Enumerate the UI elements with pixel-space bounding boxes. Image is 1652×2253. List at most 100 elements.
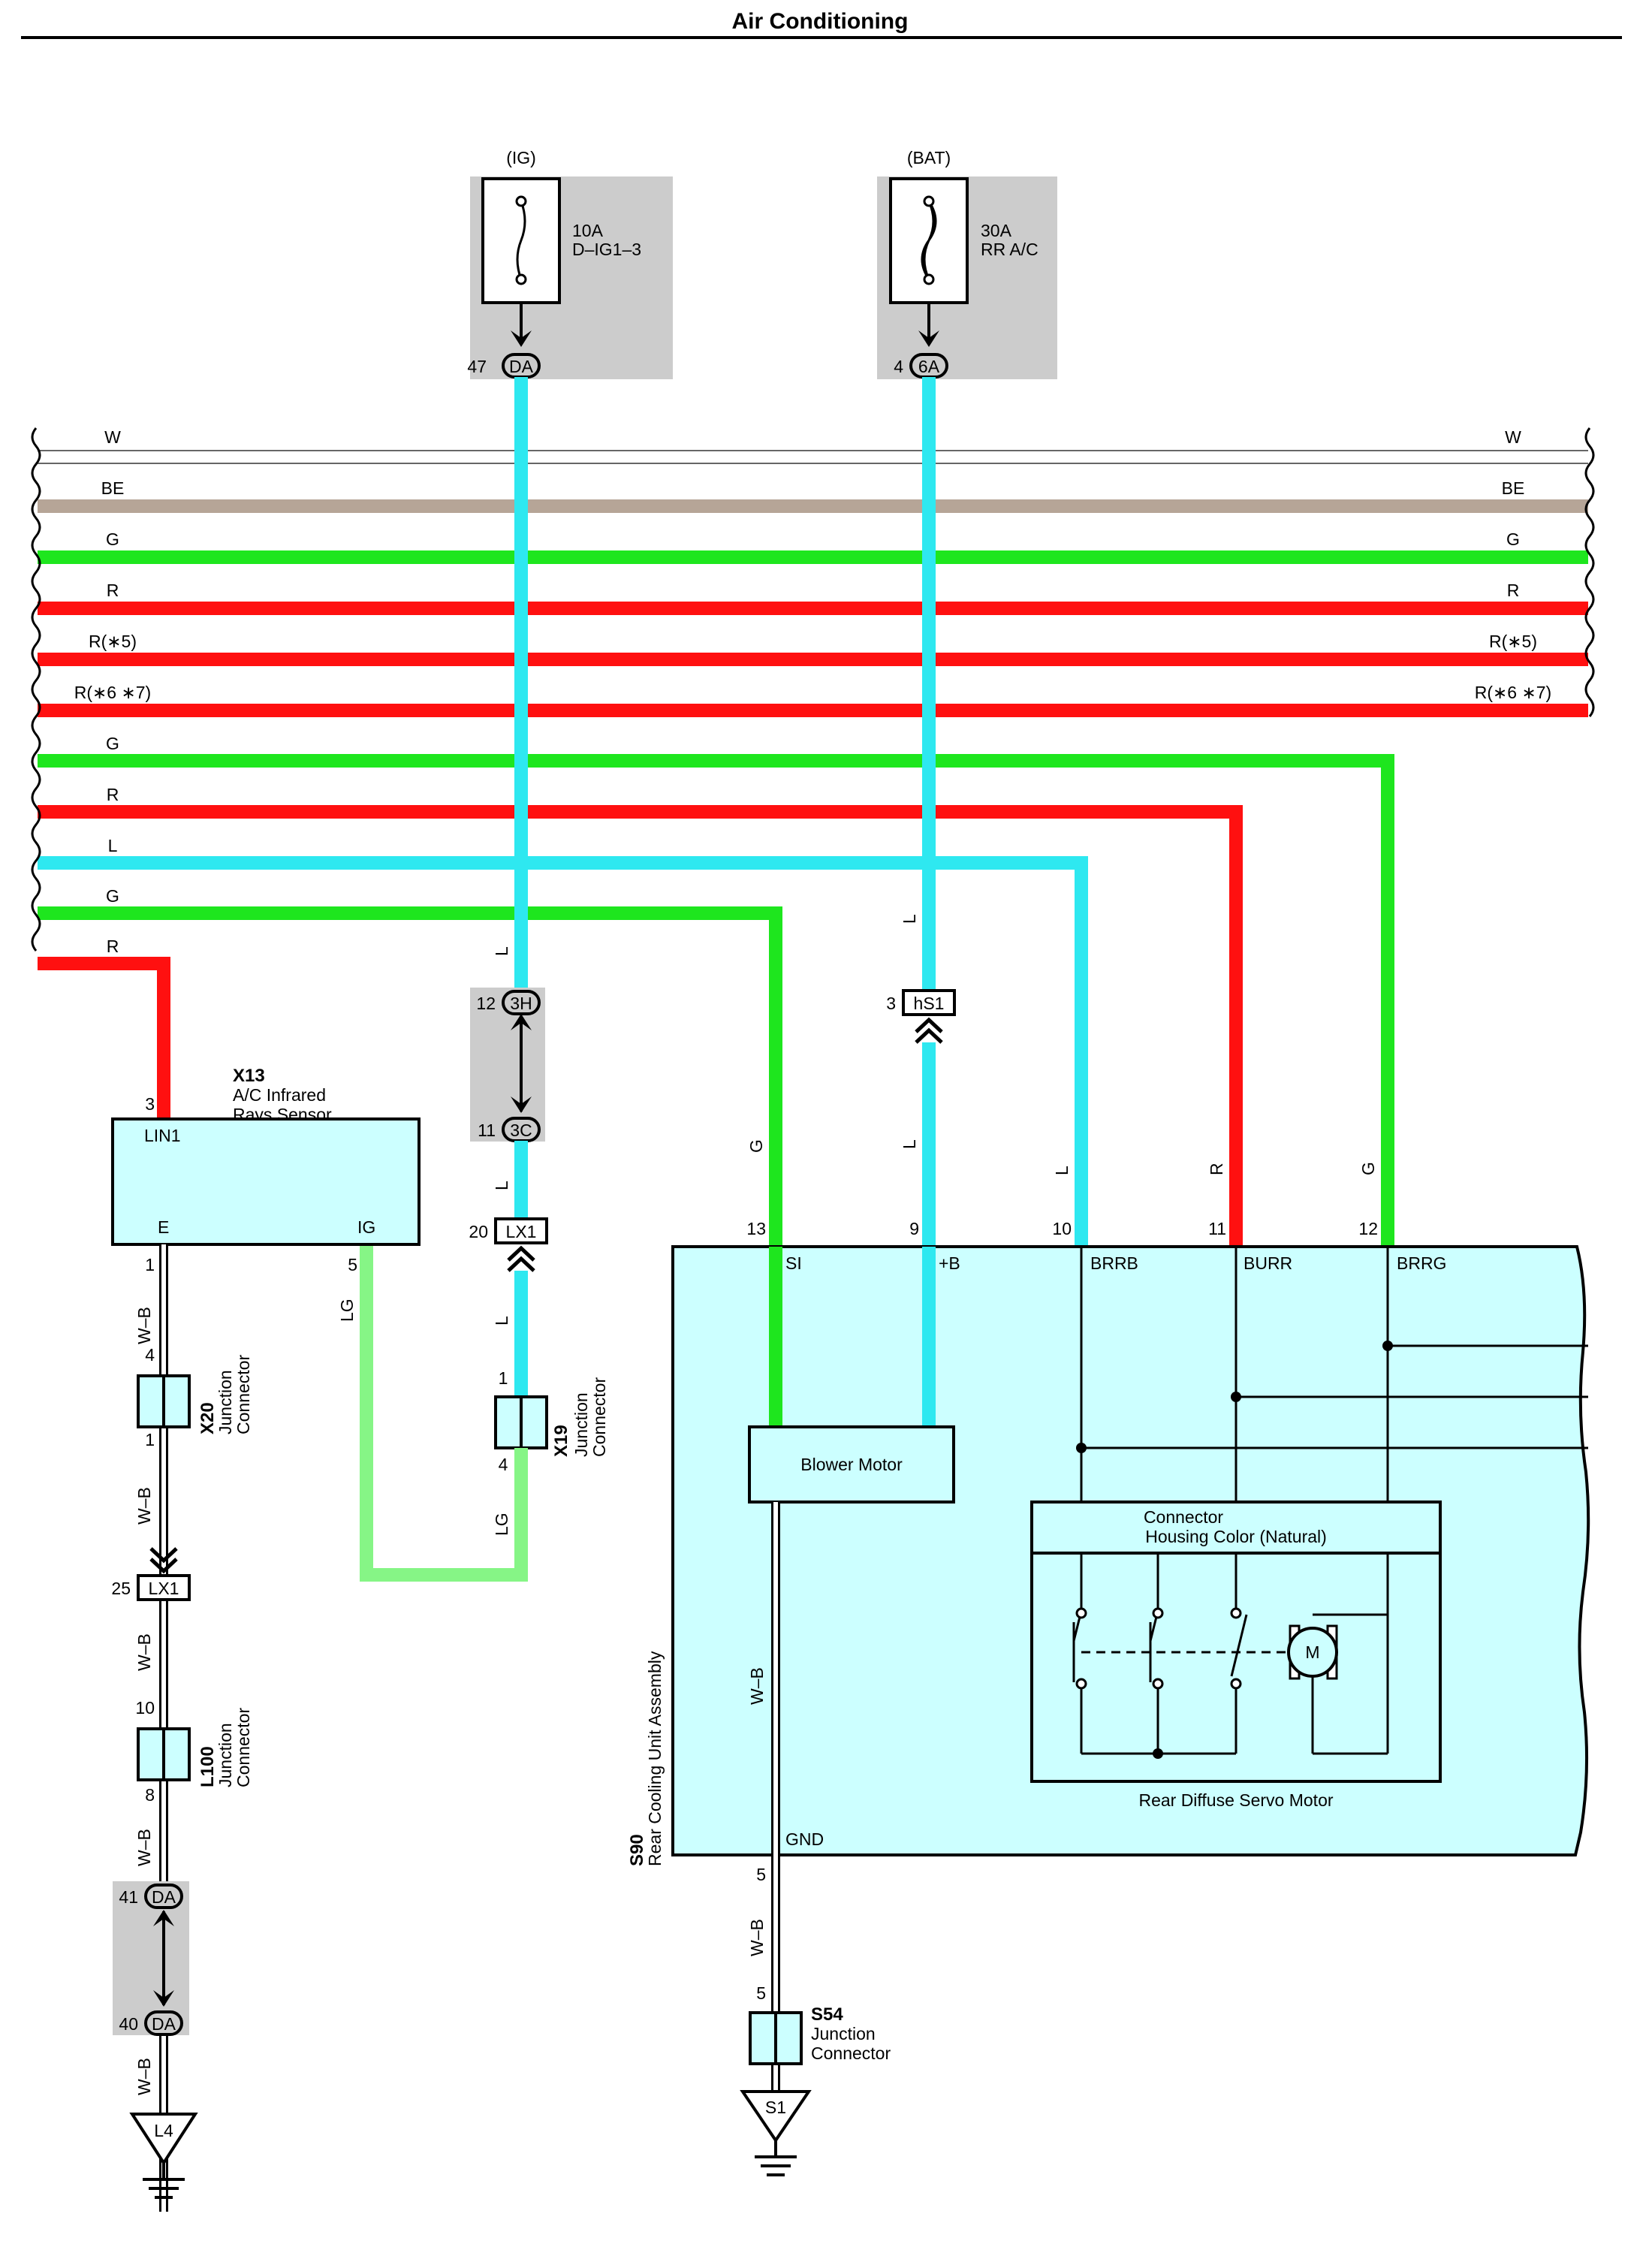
page-title: Air Conditioning xyxy=(732,9,909,34)
svg-text:Blower Motor: Blower Motor xyxy=(800,1455,903,1474)
x19-code: X19 xyxy=(551,1425,571,1457)
connector-LX1-a xyxy=(494,1217,548,1244)
svg-text:W–B: W–B xyxy=(134,2058,154,2095)
wire-G-pin12 xyxy=(38,754,1394,1247)
fuse-bat-element-icon xyxy=(921,201,937,280)
svg-text:L: L xyxy=(1052,1166,1072,1175)
svg-text:Junction: Junction xyxy=(216,1370,235,1434)
svg-text:Junction: Junction xyxy=(216,1723,235,1787)
svg-text:L: L xyxy=(900,1139,919,1149)
svg-text:12: 12 xyxy=(1358,1219,1378,1238)
svg-text:1: 1 xyxy=(499,1368,508,1388)
svg-text:Connector: Connector xyxy=(811,2043,891,2063)
connector-hS1-pin: 3 xyxy=(886,994,896,1013)
svg-text:IG: IG xyxy=(357,1217,375,1237)
bus-label-left: R xyxy=(107,581,119,600)
svg-text:E: E xyxy=(158,1217,169,1237)
connector-LX1-b-pin: 25 xyxy=(111,1579,131,1598)
fuse-ig-element-icon xyxy=(516,201,526,280)
svg-text:W–B: W–B xyxy=(747,1919,767,1956)
svg-text:DA: DA xyxy=(152,1887,176,1907)
bus-label-left: R xyxy=(107,936,119,956)
bus-label-left: G xyxy=(106,734,119,753)
svg-text:A/C Infrared: A/C Infrared xyxy=(233,1085,326,1105)
s54-ground-chain: 5 W–B 5 S54 Junction Connector S1 xyxy=(740,1855,891,2176)
fuse-bat-rating: 30A xyxy=(981,221,1012,240)
bus-label-left: G xyxy=(106,886,119,906)
svg-text:10: 10 xyxy=(135,1698,155,1718)
fuse-bat-name: RR A/C xyxy=(981,240,1039,259)
svg-text:L: L xyxy=(492,946,511,956)
bus-label-left: G xyxy=(106,529,119,549)
bus-label-right: R xyxy=(1507,581,1520,600)
wire-bus: W BE G R R(∗5) R(∗6 ∗7) G R L G R W BE G… xyxy=(31,427,1595,1427)
chevron-up-icon xyxy=(507,1245,535,1272)
wire-R-x13 xyxy=(38,957,170,1119)
connector-LX1-a-pin: 20 xyxy=(469,1222,488,1241)
svg-text:W–B: W–B xyxy=(134,1487,154,1525)
svg-text:GND: GND xyxy=(785,1829,824,1849)
arrow-up-icon xyxy=(511,1014,532,1030)
svg-text:M: M xyxy=(1305,1642,1319,1662)
svg-text:1: 1 xyxy=(145,1255,155,1274)
svg-text:6A: 6A xyxy=(918,357,940,376)
svg-text:SI: SI xyxy=(785,1253,802,1273)
svg-text:hS1: hS1 xyxy=(914,994,945,1013)
wire-L-ig: L 3H 12 3C 11 L LX1 20 L 1 1 4 X19 Junct… xyxy=(337,377,609,1582)
chevron-down-icon xyxy=(149,1547,178,1574)
svg-text:Connector: Connector xyxy=(234,1708,253,1787)
s54-code: S54 xyxy=(811,2004,843,2025)
arrow-down-icon xyxy=(153,1990,174,2007)
svg-text:L: L xyxy=(492,1316,511,1326)
x13-sensor: X13 A/C Infrared Rays Sensor 3 LIN1 E IG… xyxy=(111,1066,421,1274)
svg-text:R: R xyxy=(1207,1163,1226,1175)
svg-text:8: 8 xyxy=(145,1785,155,1805)
connector-3H-pin: 12 xyxy=(476,994,496,1013)
ground-triangle-icon xyxy=(129,2113,198,2166)
arrow-down-icon xyxy=(511,330,532,347)
bus-label-left: R(∗5) xyxy=(89,632,137,651)
svg-text:LX1: LX1 xyxy=(149,1579,179,1598)
arrow-down-icon xyxy=(511,1096,532,1113)
bus-label-left: L xyxy=(108,836,118,855)
fuse-ig-rating: 10A xyxy=(572,221,604,240)
svg-text:10: 10 xyxy=(1052,1219,1072,1238)
connector-3C-pin: 11 xyxy=(478,1120,496,1140)
svg-text:L4: L4 xyxy=(154,2121,173,2140)
arrow-down-icon xyxy=(918,330,939,347)
fuse-ig: (IG) 10A D–IG1–3 DA 47 xyxy=(467,148,673,379)
svg-text:Junction: Junction xyxy=(811,2024,876,2043)
bus-label-left: W xyxy=(104,427,121,447)
connector-DA-40-pin: 40 xyxy=(119,2014,138,2034)
fuse-ig-pin: 47 xyxy=(467,357,487,376)
svg-text:BRRB: BRRB xyxy=(1090,1253,1138,1273)
svg-text:G: G xyxy=(1358,1162,1378,1175)
x20-code: X20 xyxy=(197,1402,218,1434)
bus-label-right: R(∗6 ∗7) xyxy=(1475,683,1551,702)
wire-LG xyxy=(360,1238,528,1582)
connector-LX1-b xyxy=(137,1574,191,1601)
chevron-up-icon xyxy=(915,1017,943,1044)
svg-text:Connector: Connector xyxy=(1144,1507,1223,1527)
bus-label-left: R(∗6 ∗7) xyxy=(74,683,151,702)
arrow-up-icon xyxy=(153,1910,174,1926)
motor-icon xyxy=(1287,1627,1338,1678)
connector-DA-41-pin: 41 xyxy=(119,1887,138,1907)
bus-label-right: R(∗5) xyxy=(1489,632,1537,651)
wire-L-pin10 xyxy=(38,856,1088,1247)
x13-code: X13 xyxy=(233,1066,265,1086)
s90-rear-cooling-unit: 13 9 10 11 12 SI +B BRRB BURR BRRG Blowe… xyxy=(627,1219,1590,1866)
l100-code: L100 xyxy=(197,1746,218,1787)
svg-text:Connector: Connector xyxy=(234,1355,253,1434)
bus-label-left: BE xyxy=(101,478,125,498)
fuse-bat: (BAT) 30A RR A/C 6A 4 xyxy=(877,148,1057,379)
svg-text:5: 5 xyxy=(348,1255,357,1274)
connector-DA-40-oval xyxy=(144,2010,183,2036)
svg-text:4: 4 xyxy=(499,1455,508,1474)
svg-text:Housing Color (Natural): Housing Color (Natural) xyxy=(1145,1527,1327,1546)
svg-text:5: 5 xyxy=(756,1983,766,2003)
svg-text:W–B: W–B xyxy=(134,1307,154,1344)
wire-cut-left-icon xyxy=(31,427,41,952)
blower-motor xyxy=(748,1425,955,1504)
svg-text:LG: LG xyxy=(337,1298,357,1322)
